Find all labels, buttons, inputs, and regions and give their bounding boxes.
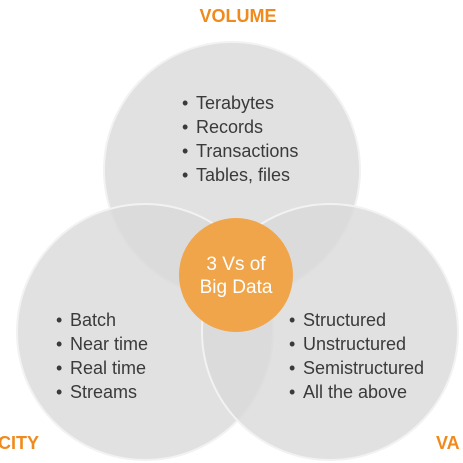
variety-item: Unstructured <box>303 334 406 354</box>
volume-bullet-dot: • <box>182 117 188 137</box>
variety-bullet-dot: • <box>289 334 295 354</box>
velocity-item: Batch <box>70 310 116 330</box>
variety-label: VA <box>436 433 460 453</box>
center-title-line1: 3 Vs of <box>206 254 266 275</box>
volume-bullet-dot: • <box>182 141 188 161</box>
volume-list: • Terabytes • Records • Transactions • T… <box>182 93 298 185</box>
variety-list: • Structured • Unstructured • Semistruct… <box>289 310 424 402</box>
velocity-item: Near time <box>70 334 148 354</box>
volume-label: VOLUME <box>199 6 276 26</box>
variety-bullet-dot: • <box>289 310 295 330</box>
volume-bullet-dot: • <box>182 165 188 185</box>
volume-item: Tables, files <box>196 165 290 185</box>
center-title-line2: Big Data <box>200 277 273 298</box>
velocity-label: CITY <box>0 433 39 453</box>
variety-bullet-dot: • <box>289 358 295 378</box>
center-circle <box>179 218 293 332</box>
variety-item: Semistructured <box>303 358 424 378</box>
volume-item: Records <box>196 117 263 137</box>
variety-item: All the above <box>303 382 407 402</box>
velocity-item: Real time <box>70 358 146 378</box>
velocity-bullet-dot: • <box>56 334 62 354</box>
volume-bullet-dot: • <box>182 93 188 113</box>
velocity-bullet-dot: • <box>56 310 62 330</box>
velocity-bullet-dot: • <box>56 382 62 402</box>
volume-item: Transactions <box>196 141 298 161</box>
variety-item: Structured <box>303 310 386 330</box>
velocity-item: Streams <box>70 382 137 402</box>
velocity-bullet-dot: • <box>56 358 62 378</box>
volume-item: Terabytes <box>196 93 274 113</box>
variety-bullet-dot: • <box>289 382 295 402</box>
velocity-list: • Batch • Near time • Real time • Stream… <box>56 310 148 402</box>
